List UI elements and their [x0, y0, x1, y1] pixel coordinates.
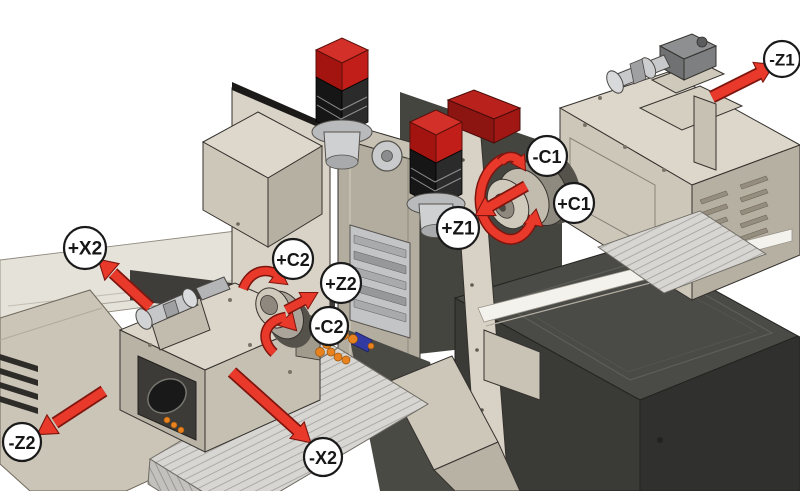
axis-label-text: +Z1	[441, 219, 475, 240]
gang-tool-plate	[349, 224, 411, 339]
base-front-box	[483, 329, 541, 401]
axis-label-plus-c1: +C1	[552, 181, 596, 225]
axis-label-circle	[302, 436, 344, 478]
axis-label-minus-z1: -Z1	[762, 39, 800, 79]
axis-label-circle	[552, 181, 596, 225]
arrow-minus-z2	[36, 385, 108, 436]
axis-label-minus-c1: -C1	[525, 134, 569, 178]
servo-motor-1	[311, 37, 373, 170]
axis-label-circle	[271, 237, 315, 281]
axis-label-text: -Z1	[769, 51, 795, 70]
axis-label-circle	[1, 421, 43, 463]
arrow-plus-c1	[474, 152, 544, 245]
coolant-fittings-left	[163, 416, 185, 434]
arrow-plus-z2	[283, 292, 319, 315]
axis-label-plus-c2: +C2	[271, 237, 315, 281]
left-machine-bed	[0, 289, 221, 491]
axis-label-text: +C2	[276, 250, 310, 270]
axis-label-circle	[319, 261, 363, 305]
axis-label-plus-z2: +Z2	[319, 261, 363, 305]
axis-label-circle	[762, 39, 800, 79]
axis-label-circle	[308, 305, 350, 347]
servo-motor-3-red-block	[446, 89, 522, 144]
axis-label-plus-z1: +Z1	[435, 205, 481, 251]
axis-label-text: -C2	[314, 317, 343, 337]
way-cover-ribbed-right	[597, 210, 767, 294]
arrow-minus-c1	[497, 151, 527, 172]
axis-label-text: +Z2	[325, 274, 357, 294]
axis-label-minus-z2: -Z2	[1, 421, 43, 463]
chip-chute	[387, 355, 521, 491]
arrow-minus-x2	[227, 367, 312, 444]
axis-label-text: -X2	[309, 448, 337, 468]
arrow-plus-z1	[474, 180, 529, 217]
axis-label-minus-x2: -X2	[302, 436, 344, 478]
axis-label-circle	[62, 225, 108, 271]
axis-label-text: -Z2	[9, 433, 36, 453]
chip-guard-box	[201, 111, 324, 248]
axis-label-text: -C1	[532, 147, 561, 167]
sub-spindle-assembly	[118, 276, 322, 453]
axis-label-minus-c2: -C2	[308, 305, 350, 347]
left-edge-vents	[0, 354, 38, 414]
axis-labels: +X2 -Z2 -X2 +C2 +Z2 -C2 +Z1 -C1	[1, 39, 800, 478]
arrow-minus-c2	[260, 311, 298, 357]
arrow-plus-x2	[97, 258, 155, 312]
axis-label-text: +C1	[557, 194, 591, 214]
axis-label-circle	[435, 205, 481, 251]
axis-label-text: +X2	[68, 239, 102, 260]
arrow-plus-c2	[238, 265, 289, 292]
axis-label-plus-x2: +X2	[62, 225, 108, 271]
belt-pulley	[371, 140, 403, 172]
axis-arrows	[36, 61, 775, 444]
axis-label-circle	[525, 134, 569, 178]
